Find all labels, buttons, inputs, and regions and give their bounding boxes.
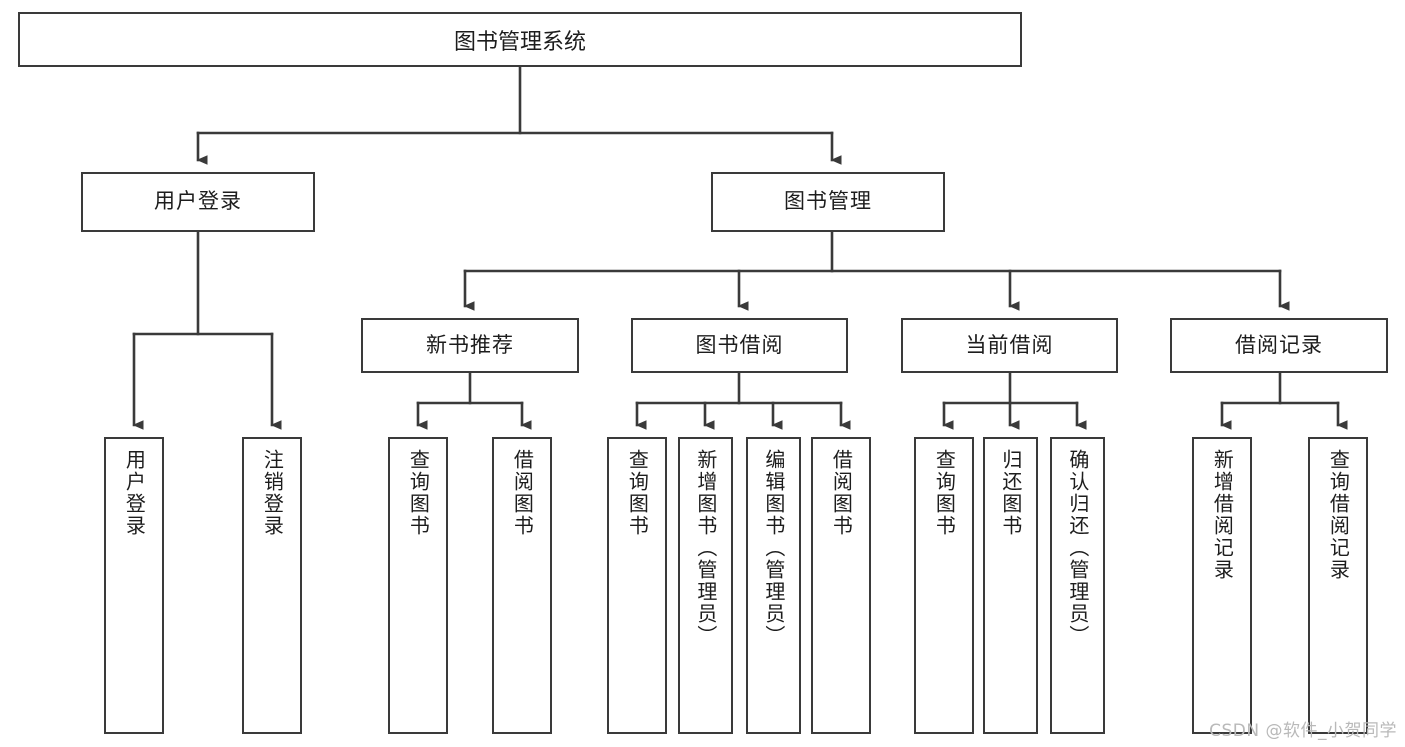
node-label: 图书管理系统	[453, 29, 586, 55]
node-label: 编辑图书（管理员）	[761, 449, 786, 647]
node-label: 图书借阅	[695, 332, 784, 357]
node-label: 当前借阅	[965, 332, 1054, 357]
node-book-borrow[interactable]: 图书借阅	[631, 318, 848, 373]
node-label: 查询借阅记录	[1326, 449, 1351, 581]
node-current-borrow[interactable]: 当前借阅	[901, 318, 1118, 373]
node-label: 查询图书	[932, 449, 957, 537]
leaf-user-login-signin[interactable]: 用户登录	[104, 437, 164, 734]
leaf-book-borrow-edit[interactable]: 编辑图书（管理员）	[746, 437, 801, 734]
leaf-new-book-borrow[interactable]: 借阅图书	[492, 437, 552, 734]
leaf-book-borrow-add[interactable]: 新增图书（管理员）	[678, 437, 733, 734]
leaf-new-book-query[interactable]: 查询图书	[388, 437, 448, 734]
node-label: 新书推荐	[426, 332, 514, 357]
node-label: 用户登录	[122, 449, 147, 537]
node-user-login[interactable]: 用户登录	[81, 172, 315, 232]
leaf-current-borrow-return[interactable]: 归还图书	[983, 437, 1038, 734]
leaf-current-borrow-query[interactable]: 查询图书	[914, 437, 974, 734]
leaf-book-borrow-query[interactable]: 查询图书	[607, 437, 667, 734]
node-root-book-management-system[interactable]: 图书管理系统	[18, 12, 1022, 67]
node-label: 新增图书（管理员）	[693, 449, 718, 647]
node-borrow-record[interactable]: 借阅记录	[1170, 318, 1388, 373]
watermark: CSDN @软件_小贺同学	[1209, 721, 1397, 741]
node-new-book-recommend[interactable]: 新书推荐	[361, 318, 579, 373]
leaf-current-borrow-confirm-return[interactable]: 确认归还（管理员）	[1050, 437, 1105, 734]
leaf-user-login-signout[interactable]: 注销登录	[242, 437, 302, 734]
node-label: 查询图书	[625, 449, 650, 537]
node-label: 注销登录	[260, 449, 285, 537]
node-book-management[interactable]: 图书管理	[711, 172, 945, 232]
node-label: 新增借阅记录	[1210, 449, 1235, 581]
node-label: 图书管理	[784, 189, 872, 214]
node-label: 归还图书	[998, 449, 1023, 537]
leaf-borrow-record-query[interactable]: 查询借阅记录	[1308, 437, 1368, 734]
node-label: 用户登录	[154, 189, 242, 214]
node-label: 借阅图书	[829, 449, 854, 537]
node-label: 借阅图书	[510, 449, 535, 537]
node-label: 借阅记录	[1235, 332, 1323, 357]
node-label: 查询图书	[406, 449, 431, 537]
node-label: 确认归还（管理员）	[1065, 449, 1090, 647]
leaf-borrow-record-add[interactable]: 新增借阅记录	[1192, 437, 1252, 734]
leaf-book-borrow-lend[interactable]: 借阅图书	[811, 437, 871, 734]
